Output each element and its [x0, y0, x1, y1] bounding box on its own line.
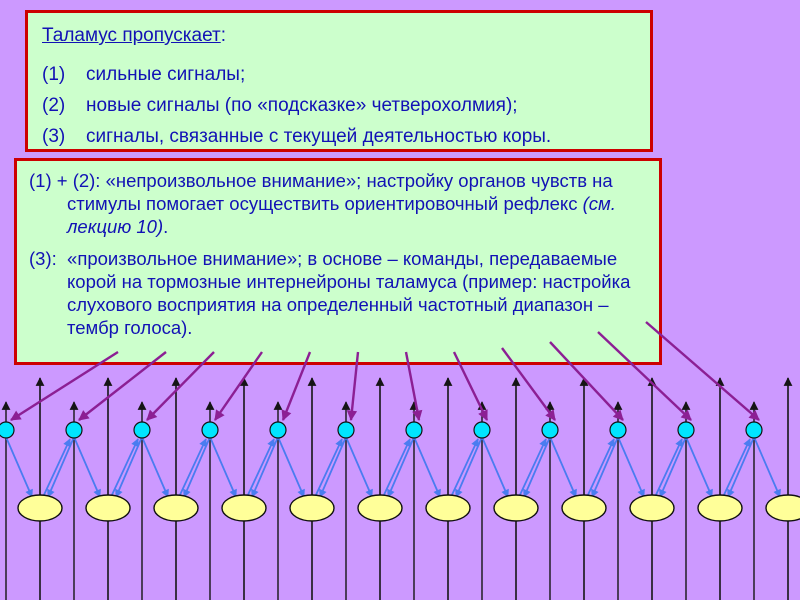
- list-item-text: сигналы, связанные с текущей деятельност…: [86, 126, 552, 147]
- paragraph-period: .: [163, 216, 169, 237]
- list-item-number: (2): [42, 95, 66, 116]
- list-item-text: новые сигналы (по «подсказке» четверохол…: [86, 95, 518, 116]
- box-title-colon: :: [220, 25, 227, 46]
- paragraph-label: (3):: [29, 248, 57, 269]
- list-item: (2) новые сигналы (по «подсказке» четвер…: [42, 90, 636, 121]
- box-title-text: Таламус пропускает: [42, 25, 221, 46]
- list-item-text: сильные сигналы;: [86, 64, 246, 85]
- list-item-number: (1): [42, 64, 66, 85]
- paragraph-label: (1) + (2):: [29, 170, 101, 191]
- paragraph-text: «непроизвольное внимание»; настройку орг…: [67, 170, 613, 214]
- list-item: (3) сигналы, связанные с текущей деятель…: [42, 121, 636, 152]
- paragraph-text: «произвольное внимание»; в основе – кома…: [67, 248, 631, 338]
- paragraph-involuntary: (1) + (2): «непроизвольное внимание»; на…: [29, 169, 649, 238]
- lecture-reference: (см. лекцию 10): [67, 193, 616, 237]
- list-item-number: (3): [42, 126, 66, 147]
- paragraph-voluntary: (3): «произвольное внимание»; в основе –…: [29, 247, 649, 339]
- box-title: Таламус пропускает:: [42, 21, 636, 51]
- attention-box: (1) + (2): «непроизвольное внимание»; на…: [14, 158, 662, 365]
- list-item: (1) сильные сигналы;: [42, 59, 636, 90]
- thalamus-pass-box: Таламус пропускает: (1) сильные сигналы;…: [25, 10, 653, 152]
